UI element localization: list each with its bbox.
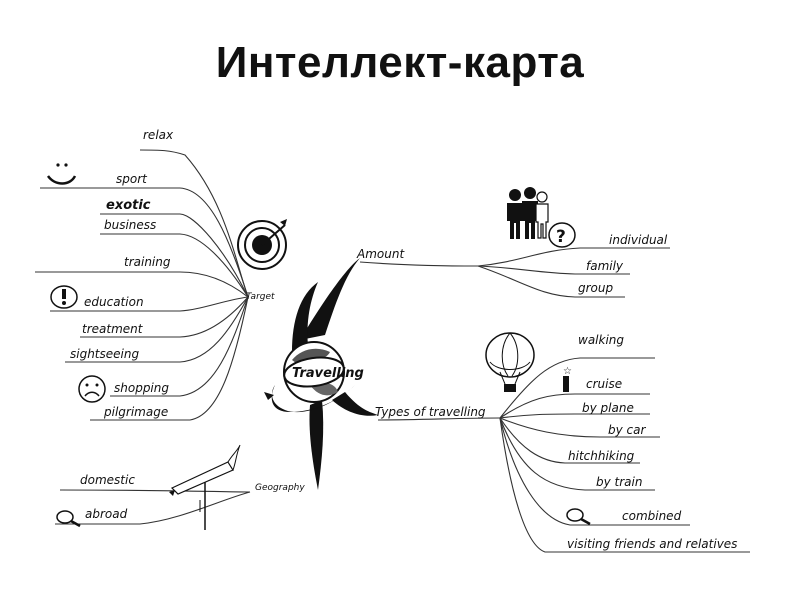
question-icon: ? bbox=[548, 222, 576, 248]
lighthouse-icon: ☆ bbox=[563, 366, 572, 392]
branch-target: Target relax sport exotic business train… bbox=[35, 128, 287, 421]
branch-types-label: Types of travelling bbox=[375, 405, 486, 419]
types-item: walking bbox=[578, 333, 624, 347]
branch-target-label: Target bbox=[246, 292, 275, 302]
svg-text:?: ? bbox=[556, 227, 566, 247]
branch-types: Types of travelling walking cruise by pl… bbox=[375, 332, 750, 553]
target-item: relax bbox=[143, 128, 174, 142]
geography-item: domestic bbox=[80, 473, 135, 487]
amount-item: family bbox=[586, 259, 624, 273]
svg-text:☆: ☆ bbox=[563, 366, 572, 377]
sad-face-icon bbox=[78, 375, 106, 403]
target-item: exotic bbox=[106, 198, 151, 213]
target-item: treatment bbox=[82, 322, 144, 336]
people-icon bbox=[507, 187, 549, 239]
branch-geography: Geography domestic abroad bbox=[55, 444, 305, 530]
magnifier-icon bbox=[56, 510, 81, 528]
amount-item: individual bbox=[609, 233, 668, 247]
types-item: hitchhiking bbox=[568, 449, 635, 463]
magnifier-icon bbox=[566, 508, 591, 526]
types-item: by train bbox=[596, 475, 642, 489]
signpost-icon bbox=[169, 444, 241, 530]
types-item: combined bbox=[622, 509, 682, 523]
target-item: sport bbox=[116, 172, 148, 186]
exclamation-icon bbox=[50, 285, 78, 309]
branch-amount-label: Amount bbox=[356, 247, 405, 261]
center-node: Travelling bbox=[264, 258, 378, 490]
types-item: by plane bbox=[582, 401, 634, 415]
types-item: by car bbox=[608, 423, 646, 437]
types-item: visiting friends and relatives bbox=[567, 537, 737, 551]
target-item: sightseeing bbox=[70, 347, 139, 361]
center-label: Travelling bbox=[292, 366, 364, 381]
branch-geography-label: Geography bbox=[255, 483, 305, 493]
target-item: training bbox=[124, 255, 171, 269]
page-title: Интеллект-карта bbox=[215, 38, 585, 87]
smile-icon bbox=[46, 163, 77, 185]
amount-item: group bbox=[578, 281, 613, 295]
branch-amount: Amount individual family group ? bbox=[356, 187, 670, 298]
geography-item: abroad bbox=[85, 507, 128, 521]
target-item: shopping bbox=[114, 381, 169, 395]
types-item: cruise bbox=[586, 377, 622, 391]
balloon-icon bbox=[485, 332, 535, 392]
target-item: education bbox=[84, 295, 144, 309]
target-item: business bbox=[104, 218, 156, 232]
target-icon bbox=[237, 219, 287, 270]
target-item: pilgrimage bbox=[103, 405, 168, 419]
